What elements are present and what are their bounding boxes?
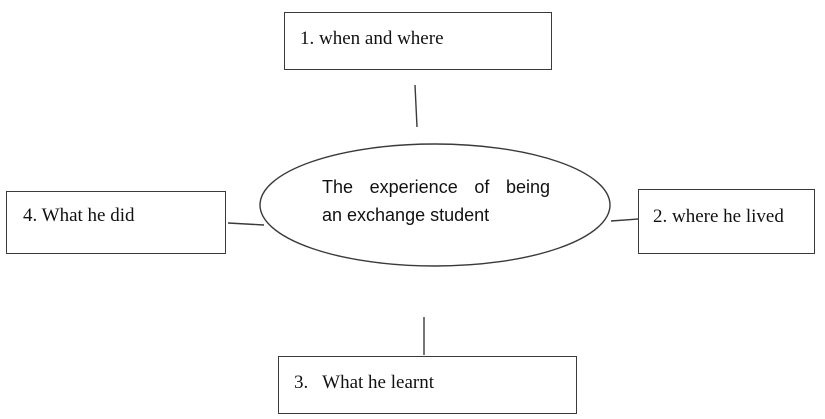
connector-top (414, 84, 418, 128)
center-node-line-1: The experience of being (322, 173, 550, 201)
center-word: The (322, 177, 354, 197)
connector-right (610, 218, 639, 222)
node-label: 3. What he learnt (294, 372, 434, 393)
node-box-what-he-did: 4. What he did (6, 191, 226, 254)
center-word: of (474, 177, 490, 197)
node-label: 1. when and where (300, 28, 444, 49)
center-word: being (505, 177, 550, 197)
center-node-line-2: an exchange student (322, 205, 490, 225)
node-box-when-and-where: 1. when and where (284, 12, 552, 70)
node-box-where-he-lived: 2. where he lived (638, 189, 815, 254)
node-label: 4. What he did (23, 205, 135, 226)
center-word: experience (369, 177, 458, 197)
node-box-what-he-learnt: 3. What he learnt (278, 356, 577, 414)
center-ellipse (259, 143, 611, 267)
node-label: 2. where he lived (653, 206, 784, 227)
center-node-text: The experience of being an exchange stud… (322, 173, 550, 229)
connector-left (227, 222, 265, 226)
